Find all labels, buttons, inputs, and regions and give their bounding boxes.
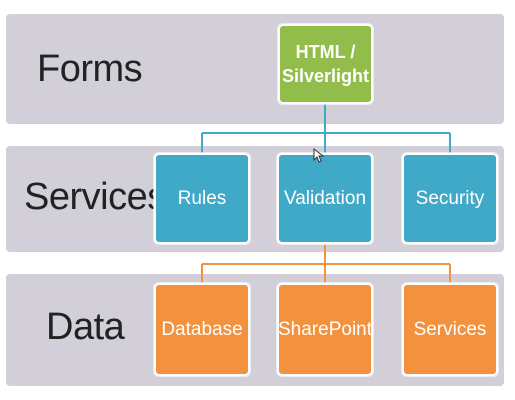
validation-node: Validation [277,153,373,244]
layer-label-data: Data [46,306,125,348]
sharepoint-node: SharePoint [277,283,373,376]
rules-node: Rules [154,153,250,244]
mouse-pointer-icon [313,148,325,163]
html-silverlight-line1: HTML / [295,42,356,62]
data-services-node: Services [402,283,498,376]
html-silverlight-node: HTML / Silverlight [278,24,373,104]
layer-label-services: Services [24,176,166,218]
database-node: Database [154,283,250,376]
forms-layer-band [6,14,504,124]
layer-label-forms: Forms [37,48,143,90]
html-silverlight-line2: Silverlight [281,66,370,86]
security-node: Security [402,153,498,244]
